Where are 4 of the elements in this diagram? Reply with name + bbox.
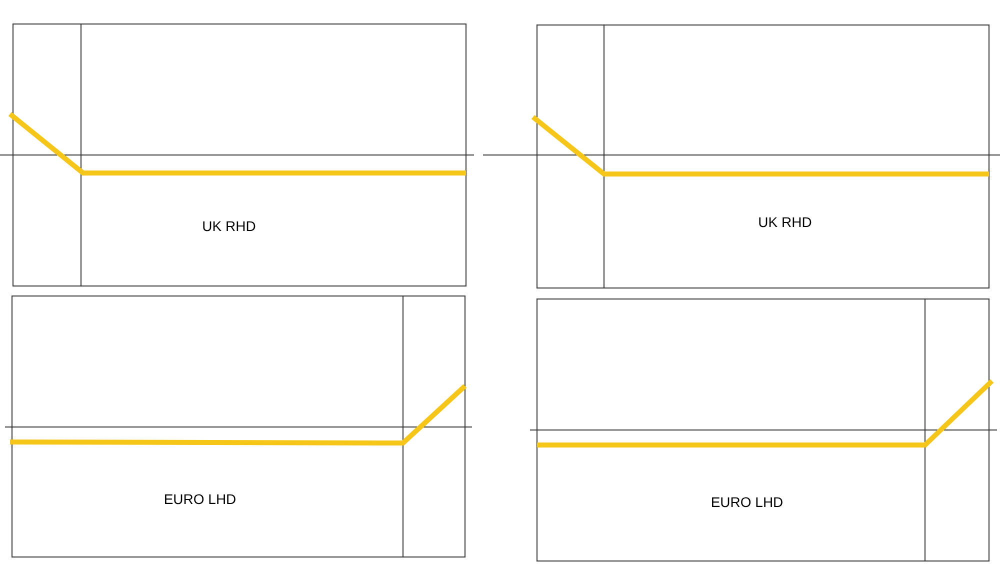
panel-label: UK RHD (758, 214, 812, 230)
panel-label: UK RHD (202, 218, 256, 234)
panel-label: EURO LHD (164, 491, 236, 507)
panel-label: EURO LHD (710, 494, 784, 510)
